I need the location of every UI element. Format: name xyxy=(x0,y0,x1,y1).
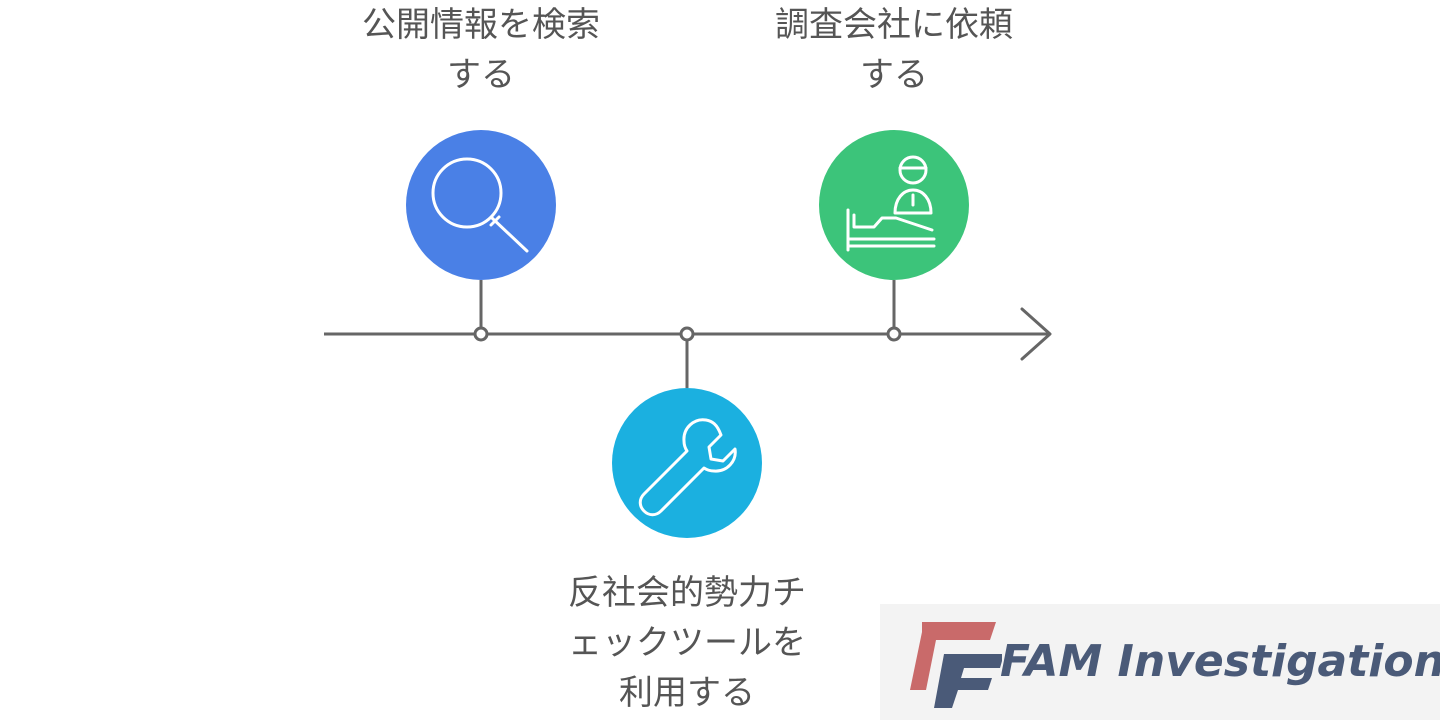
wrench-icon xyxy=(638,418,737,517)
magnifier-icon xyxy=(431,157,529,253)
item-label-tool-line2: ェックツールを xyxy=(568,623,806,663)
axis-marker-2 xyxy=(679,326,695,342)
node-tool xyxy=(612,388,762,538)
item-label-agency-line2: する xyxy=(860,55,928,95)
investigator-icon xyxy=(846,155,936,252)
node-tool-circle xyxy=(612,388,762,538)
timeline-arrowhead xyxy=(1020,307,1052,361)
item-label-search-line2: する xyxy=(447,55,515,95)
item-label-agency-line1: 調査会社に依頼 xyxy=(775,5,1013,45)
node-agency-circle xyxy=(819,130,969,280)
node-agency xyxy=(819,130,969,280)
item-label-search: 公開情報を検索 する xyxy=(311,0,651,100)
item-label-tool: 反社会的勢力チ ェックツールを 利用する xyxy=(517,568,857,718)
item-label-tool-line3: 利用する xyxy=(619,673,755,713)
node-search xyxy=(406,130,556,280)
fam-logo: FAM Investigation xyxy=(880,604,1440,720)
item-label-tool-line1: 反社会的勢力チ xyxy=(568,573,806,613)
fam-logo-mark xyxy=(910,622,1002,708)
node-search-circle xyxy=(406,130,556,280)
item-label-search-line1: 公開情報を検索 xyxy=(362,5,600,45)
fam-logo-text: FAM Investigation xyxy=(1000,636,1440,687)
axis-marker-1 xyxy=(473,326,489,342)
item-label-agency: 調査会社に依頼 する xyxy=(724,0,1064,100)
axis-marker-3 xyxy=(886,326,902,342)
